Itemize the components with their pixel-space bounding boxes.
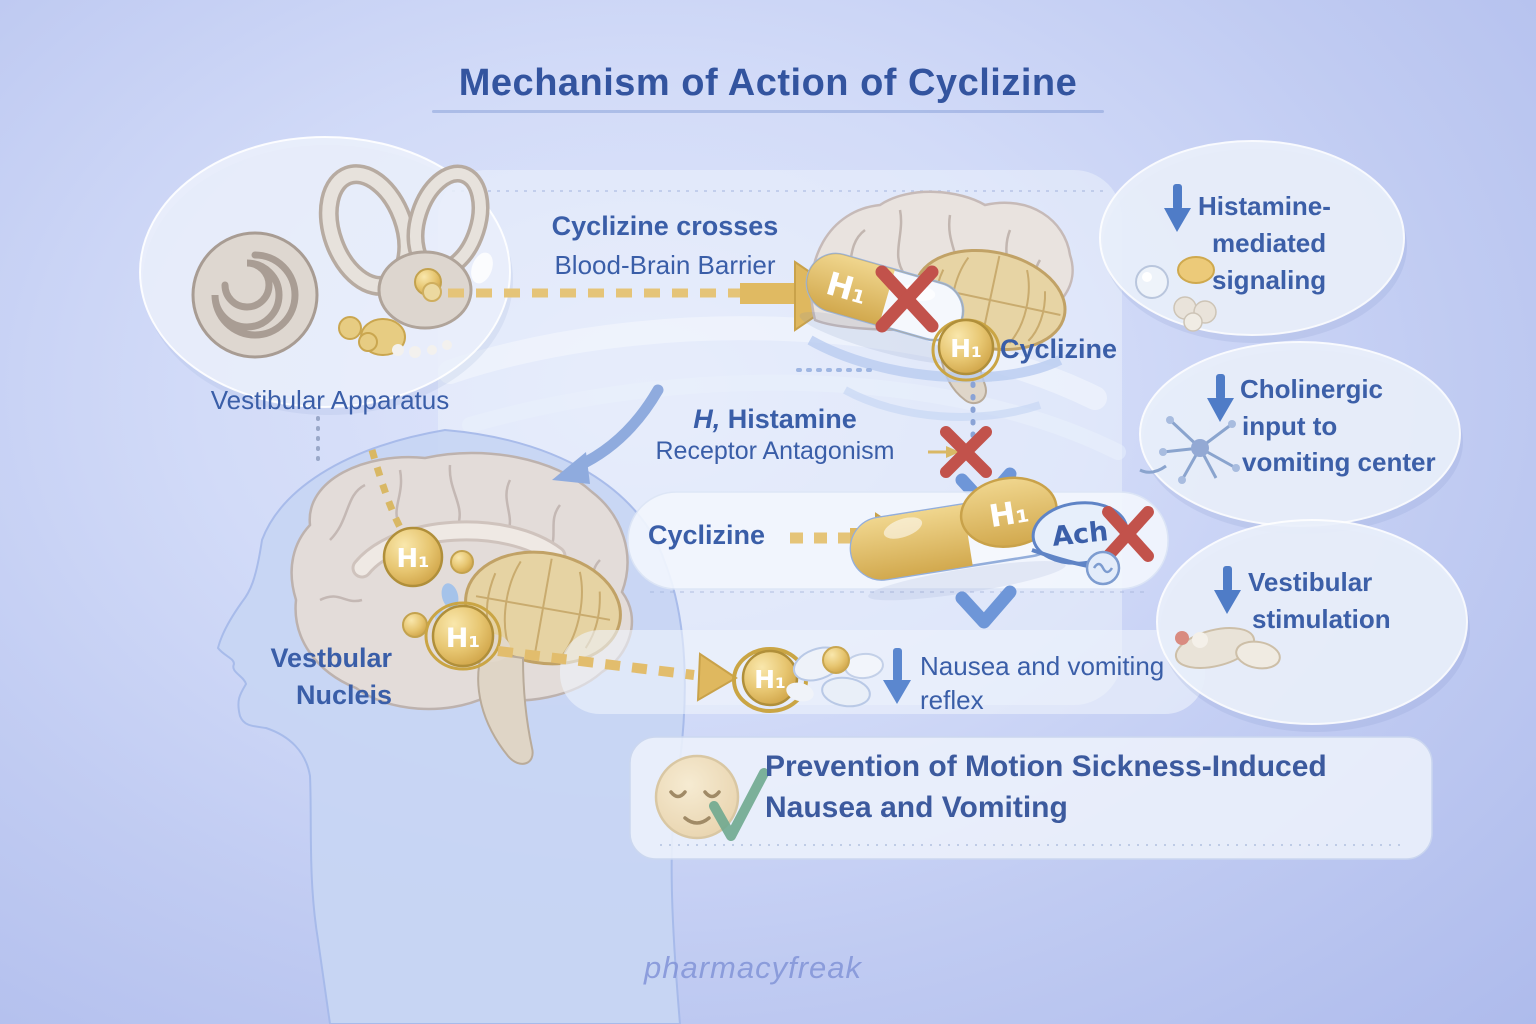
head-profile-illustration: H₁ H₁ (216, 416, 686, 1024)
vestibular-output-arrow (497, 646, 738, 702)
effect-bubble-cholinergic (1139, 341, 1463, 534)
histamine-term: Histamine (727, 404, 857, 434)
nausea-line1: Nausea and vomiting (920, 651, 1165, 681)
down-arrow-icon-nausea (883, 648, 911, 704)
histamine-molecule-icon (1135, 256, 1217, 332)
cyclizine-label-top: Cyclizine (1000, 334, 1118, 364)
bubble1-line1: Histamine- (1198, 191, 1331, 221)
nuclei-line2: Nucleis (295, 680, 392, 710)
checkmark-icon (709, 768, 769, 841)
antagonism-line1: H, Histamine (620, 404, 930, 435)
title-underline (432, 110, 1104, 113)
bubble3-line1: Vestibular (1248, 567, 1373, 597)
antagonism-line2: Receptor Antagonism (655, 437, 895, 465)
vestibular-organ-icon (1174, 627, 1281, 670)
bubble3-line2: stimulation (1252, 604, 1391, 634)
bbb-line1: Cyclizine crosses (551, 211, 779, 241)
down-arrow-icon (1214, 566, 1241, 614)
brainstem (477, 650, 534, 765)
down-arrow-icon (1207, 374, 1234, 422)
h1-receptor-coin-top: H₁ (931, 318, 1001, 382)
h1-coin-label: H₁ (446, 623, 480, 654)
page-title: Mechanism of Action of Cyclizine (458, 62, 1078, 104)
nausea-line2: reflex (920, 685, 984, 715)
h1-receptor-coin-brain-2: H₁ (424, 601, 502, 671)
blocked-x-icon-ach (1102, 506, 1154, 562)
antagonism-pointer-arrow (928, 446, 960, 458)
down-arrow-icon (1164, 184, 1191, 232)
vestibular-nuclei-label: Vestbular Nucleis (240, 640, 392, 714)
muscarinic-neuron-icon (1031, 548, 1121, 586)
bubble2-line1: Cholinergic (1240, 374, 1384, 404)
bubble1-line2: mediated (1212, 228, 1327, 258)
cyclizine-label-mid: Cyclizine (648, 520, 766, 550)
ach-label: Ach (1051, 516, 1110, 553)
corpus-callosum (354, 523, 564, 576)
bubble2-line2: input to (1242, 411, 1338, 441)
h1-receptor-coin-nausea: H₁ (732, 647, 808, 713)
signal-dashed-path (368, 449, 409, 540)
outcome-line1: Prevention of Motion Sickness-Induced (765, 750, 1327, 783)
blocked-x-icon-mid (940, 426, 992, 478)
bubble2-line3: vomiting center (1242, 447, 1436, 477)
bubble1-line3: signaling (1212, 265, 1327, 295)
vestibular-apparatus-label: Vestibular Apparatus (210, 385, 450, 415)
h1-coin-label: H₁ (396, 544, 429, 574)
cochlea-spiral (211, 251, 299, 339)
watermark: pharmacyfreak (644, 950, 863, 985)
h1-receptor-coin-brain-1: H₁ (382, 526, 444, 588)
h1-coin-label: H₁ (754, 665, 786, 694)
nuclei-line1: Vestbular (270, 643, 392, 673)
h1-term: H, (693, 404, 721, 434)
outcome-box (629, 736, 1433, 860)
pill-cluster (786, 646, 884, 708)
neuron-icon (1139, 416, 1240, 484)
cyclizine-capsule-mid: H₁ (846, 476, 1066, 601)
blocked-x-icon-top (875, 265, 939, 333)
bbb-line2: Blood-Brain Barrier (554, 250, 776, 280)
h1-coin-label: H₁ (950, 334, 982, 363)
vestibular-apparatus-illustration (139, 136, 513, 415)
outcome-line2: Nausea and Vomiting (765, 791, 1068, 824)
flow-down-arrow-2 (955, 585, 1017, 629)
h1-capsule-label: H₁ (987, 493, 1032, 535)
ach-receptor: Ach (1031, 501, 1129, 565)
effect-bubble-histamine (1099, 140, 1407, 343)
curved-arrow-to-brain (552, 384, 664, 484)
effect-bubble-vestibular (1156, 519, 1470, 732)
nausea-band (560, 630, 1205, 714)
